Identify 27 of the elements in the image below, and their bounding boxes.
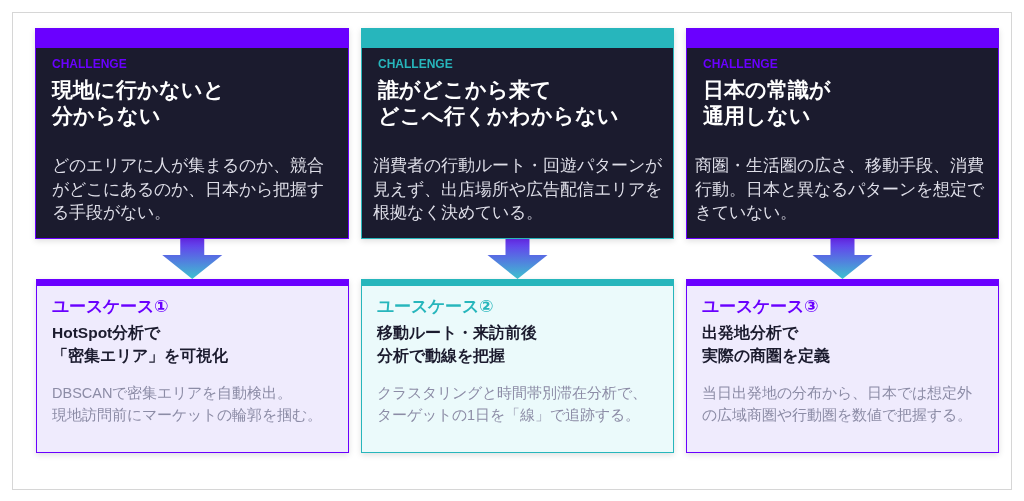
card-body: 当日出発地の分布から、日本では想定外の広域商圏や行動圏を数値で把握する。 (702, 384, 972, 425)
use-case-card (36, 279, 349, 453)
tag-label: CHALLENGE (378, 57, 453, 71)
card-body: 消費者の行動ルート・回遊パターンが見えず、出店場所や広告配信エリアを根拠なく決めている。 (373, 155, 662, 223)
tag-label: CHALLENGE (52, 57, 127, 71)
challenge-card (361, 28, 674, 239)
card-body: DBSCANで密集エリアを自動検出。現地訪問前にマーケットの輪郭を掴む。 (52, 384, 322, 425)
card-title: 現地に行かないと分からない (52, 77, 225, 128)
arrow (162, 239, 223, 279)
card-body: クラスタリングと時間帯別滞在分析で、ターゲットの1日を「線」で追跡する。 (377, 384, 647, 425)
arrow (812, 239, 873, 279)
card-title: HotSpot分析で「密集エリア」を可視化 (52, 323, 228, 366)
card-title: 移動ルート・来訪前後分析で動線を把握 (377, 323, 537, 366)
use-case-card (361, 279, 674, 453)
case-label: ユースケース① (52, 297, 169, 317)
case-label: ユースケース② (377, 297, 494, 317)
card-title: 誰がどこから来てどこへ行くかわからない (378, 77, 619, 128)
card-title: 日本の常識が通用しない (703, 77, 831, 128)
challenge-card (35, 28, 349, 239)
case-label: ユースケース③ (702, 297, 819, 317)
tag-label: CHALLENGE (703, 57, 778, 71)
card-body: 商圏・生活圏の広さ、移動手段、消費行動。日本と異なるパターンを想定できていない。 (695, 155, 984, 223)
card-body: どのエリアに人が集まるのか、競合がどこにあるのか、日本から把握する手段がない。 (52, 155, 324, 223)
arrow (487, 239, 548, 279)
challenge-card (686, 28, 999, 239)
use-case-card (686, 279, 999, 453)
card-title: 出発地分析で実際の商圏を定義 (702, 323, 830, 366)
